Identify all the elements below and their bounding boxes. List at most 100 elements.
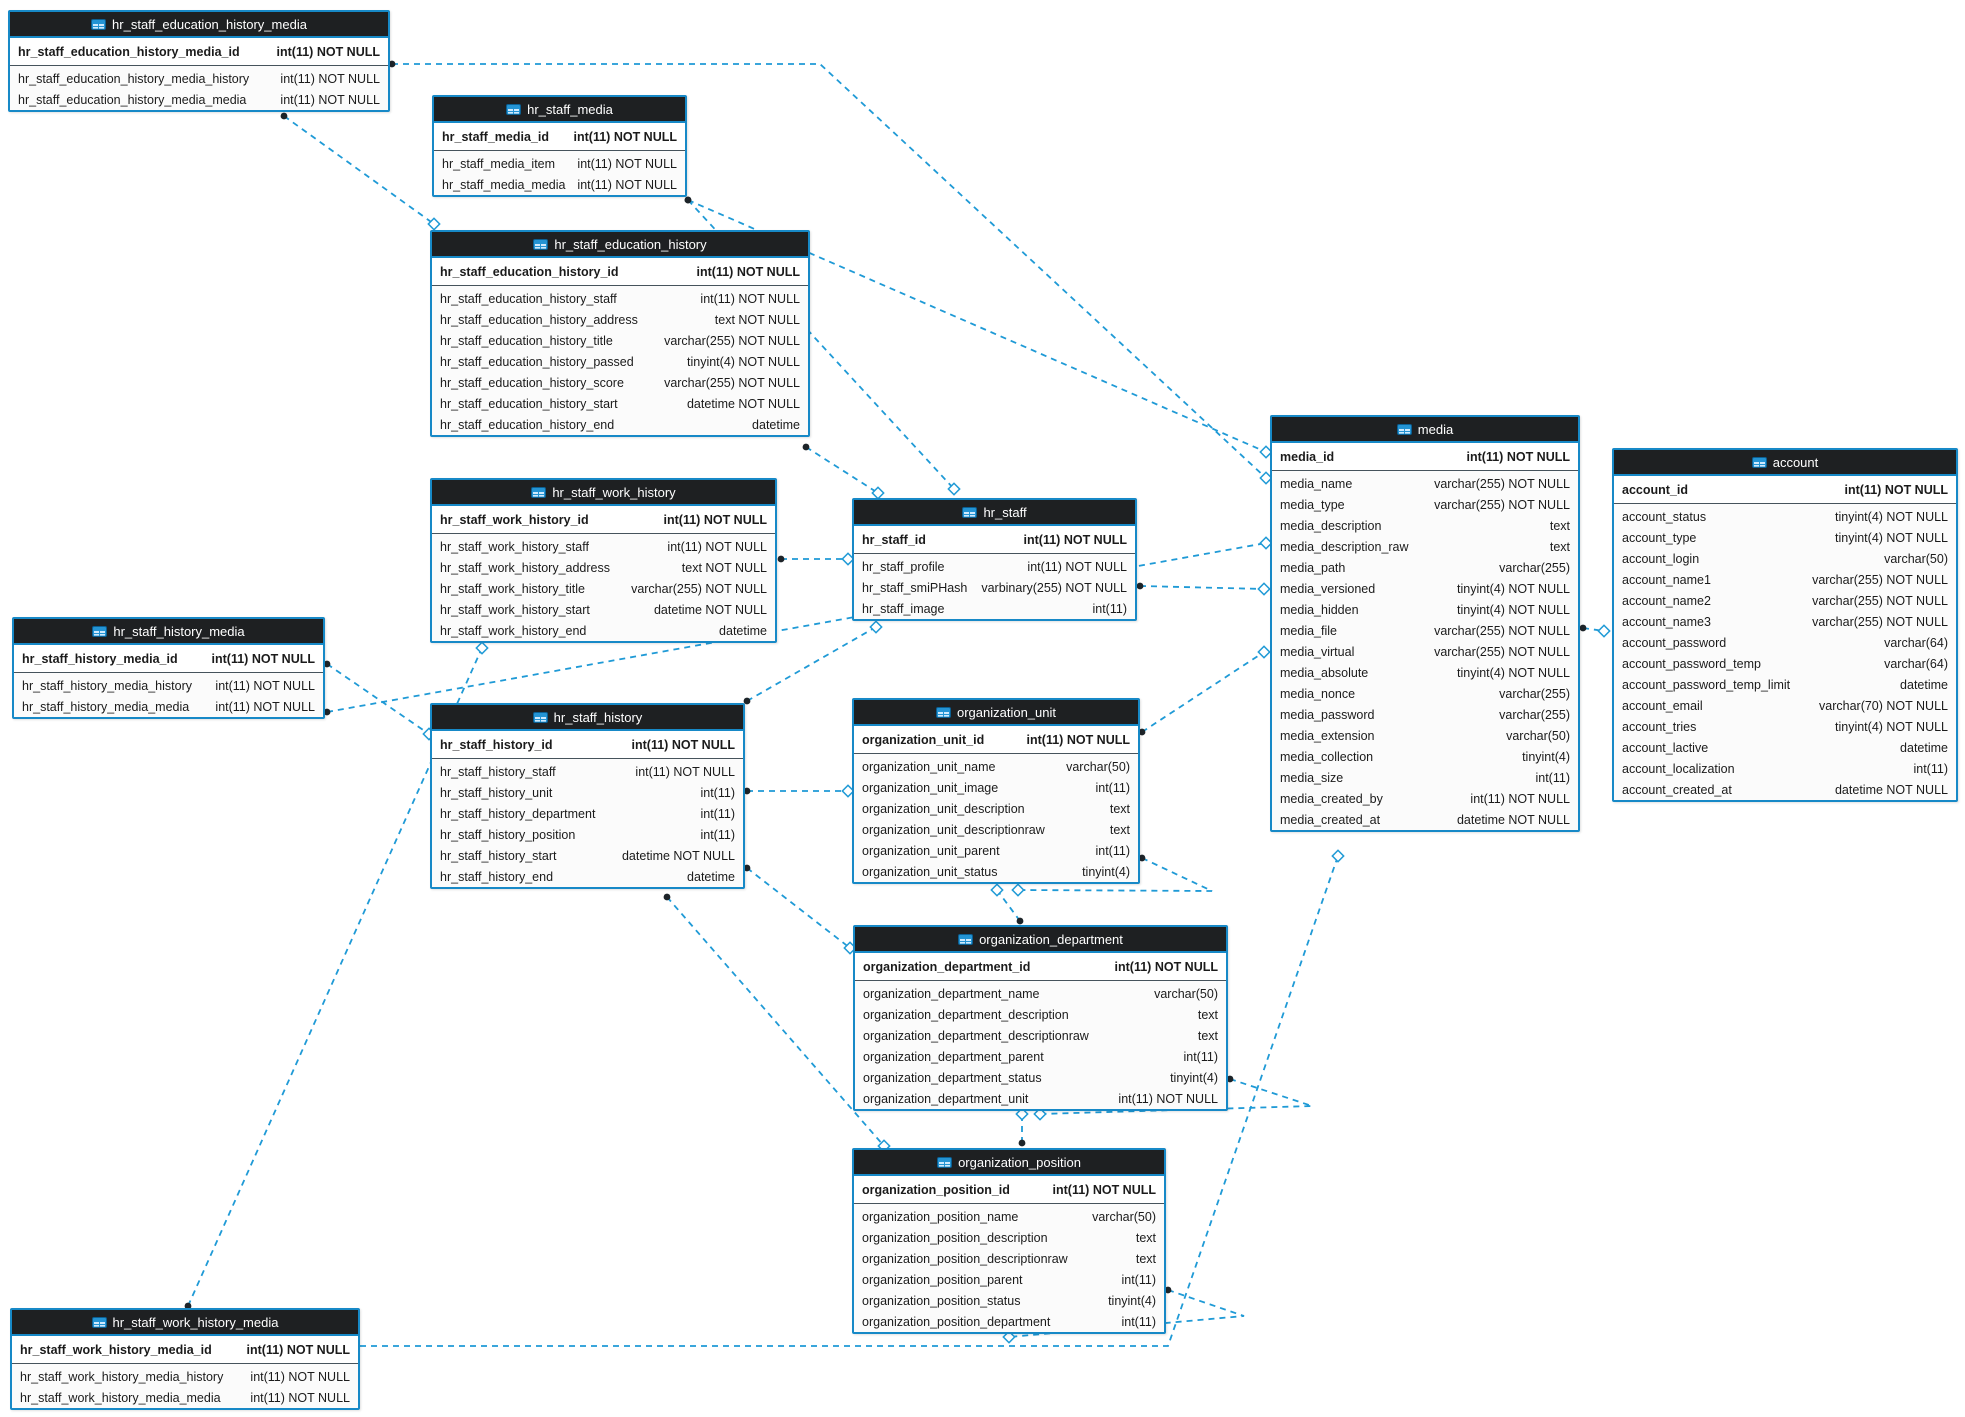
column-row-pk[interactable]: hr_staff_work_history_media_id int(11) N… <box>12 1336 358 1364</box>
column-row[interactable]: hr_staff_media_item int(11) NOT NULL <box>434 153 685 174</box>
column-row[interactable]: media_description text <box>1272 515 1578 536</box>
table-organization_unit[interactable]: organization_unit organization_unit_id i… <box>852 698 1140 884</box>
column-row-pk[interactable]: account_id int(11) NOT NULL <box>1614 476 1956 504</box>
column-row[interactable]: account_password varchar(64) <box>1614 632 1956 653</box>
column-row-pk[interactable]: hr_staff_history_media_id int(11) NOT NU… <box>14 645 323 673</box>
table-header[interactable]: organization_unit <box>854 700 1138 726</box>
column-row-pk[interactable]: hr_staff_history_id int(11) NOT NULL <box>432 731 743 759</box>
relationship-line-hr_staff_education_history_media-to-hr_staff_education_history[interactable] <box>283 115 435 225</box>
column-row[interactable]: hr_staff_smiPHash varbinary(255) NOT NUL… <box>854 577 1135 598</box>
column-row[interactable]: hr_staff_work_history_start datetime NOT… <box>432 599 775 620</box>
column-row[interactable]: hr_staff_history_position int(11) <box>432 824 743 845</box>
relationship-line-hr_staff_education_history-to-hr_staff[interactable] <box>805 446 879 494</box>
relationship-line-organization_position-to-organization_position[interactable] <box>1008 1289 1245 1338</box>
column-row[interactable]: organization_department_description text <box>855 1004 1226 1025</box>
column-row[interactable]: hr_staff_history_staff int(11) NOT NULL <box>432 761 743 782</box>
column-row[interactable]: hr_staff_work_history_media_media int(11… <box>12 1387 358 1408</box>
table-account[interactable]: account account_id int(11) NOT NULL acco… <box>1612 448 1958 802</box>
column-row[interactable]: organization_position_parent int(11) <box>854 1269 1164 1290</box>
column-row[interactable]: media_created_at datetime NOT NULL <box>1272 809 1578 830</box>
column-row[interactable]: organization_position_name varchar(50) <box>854 1206 1164 1227</box>
column-row[interactable]: media_virtual varchar(255) NOT NULL <box>1272 641 1578 662</box>
column-row[interactable]: media_path varchar(255) <box>1272 557 1578 578</box>
table-hr_staff_education_history[interactable]: hr_staff_education_history hr_staff_educ… <box>430 230 810 437</box>
table-header[interactable]: hr_staff_work_history <box>432 480 775 506</box>
column-row[interactable]: hr_staff_work_history_end datetime <box>432 620 775 641</box>
column-row[interactable]: media_size int(11) <box>1272 767 1578 788</box>
column-row[interactable]: hr_staff_history_end datetime <box>432 866 743 887</box>
table-hr_staff_history[interactable]: hr_staff_history hr_staff_history_id int… <box>430 703 745 889</box>
column-row[interactable]: hr_staff_work_history_staff int(11) NOT … <box>432 536 775 557</box>
column-row[interactable]: organization_position_department int(11) <box>854 1311 1164 1332</box>
column-row[interactable]: hr_staff_history_media_media int(11) NOT… <box>14 696 323 717</box>
relationship-line-hr_staff_work_history_media-to-media[interactable] <box>294 855 1339 1347</box>
column-row[interactable]: hr_staff_image int(11) <box>854 598 1135 619</box>
table-hr_staff_work_history[interactable]: hr_staff_work_history hr_staff_work_hist… <box>430 478 777 643</box>
table-organization_position[interactable]: organization_position organization_posit… <box>852 1148 1166 1334</box>
column-row-pk[interactable]: hr_staff_id int(11) NOT NULL <box>854 526 1135 554</box>
column-row[interactable]: account_status tinyint(4) NOT NULL <box>1614 506 1956 527</box>
column-row[interactable]: media_password varchar(255) <box>1272 704 1578 725</box>
column-row[interactable]: hr_staff_education_history_title varchar… <box>432 330 808 351</box>
column-row[interactable]: hr_staff_history_unit int(11) <box>432 782 743 803</box>
table-header[interactable]: media <box>1272 417 1578 443</box>
table-hr_staff_history_media[interactable]: hr_staff_history_media hr_staff_history_… <box>12 617 325 719</box>
relationship-line-media-to-account[interactable] <box>1582 627 1605 632</box>
column-row[interactable]: media_extension varchar(50) <box>1272 725 1578 746</box>
column-row[interactable]: media_versioned tinyint(4) NOT NULL <box>1272 578 1578 599</box>
column-row[interactable]: organization_position_description text <box>854 1227 1164 1248</box>
column-row[interactable]: media_description_raw text <box>1272 536 1578 557</box>
column-row[interactable]: account_lactive datetime <box>1614 737 1956 758</box>
relationship-line-organization_unit-to-organization_unit[interactable] <box>1017 857 1213 892</box>
column-row[interactable]: hr_staff_history_department int(11) <box>432 803 743 824</box>
column-row[interactable]: hr_staff_education_history_address text … <box>432 309 808 330</box>
column-row[interactable]: hr_staff_work_history_address text NOT N… <box>432 557 775 578</box>
column-row[interactable]: organization_position_descriptionraw tex… <box>854 1248 1164 1269</box>
table-media[interactable]: media media_id int(11) NOT NULL media_na… <box>1270 415 1580 832</box>
column-row-pk[interactable]: hr_staff_education_history_media_id int(… <box>10 38 388 66</box>
column-row[interactable]: account_type tinyint(4) NOT NULL <box>1614 527 1956 548</box>
column-row[interactable]: organization_unit_image int(11) <box>854 777 1138 798</box>
table-hr_staff_work_history_media[interactable]: hr_staff_work_history_media hr_staff_wor… <box>10 1308 360 1410</box>
column-row-pk[interactable]: hr_staff_media_id int(11) NOT NULL <box>434 123 685 151</box>
column-row[interactable]: account_password_temp_limit datetime <box>1614 674 1956 695</box>
column-row[interactable]: organization_unit_parent int(11) <box>854 840 1138 861</box>
table-header[interactable]: hr_staff_education_history <box>432 232 808 258</box>
column-row[interactable]: account_created_at datetime NOT NULL <box>1614 779 1956 800</box>
table-header[interactable]: organization_department <box>855 927 1226 953</box>
table-hr_staff_media[interactable]: hr_staff_media hr_staff_media_id int(11)… <box>432 95 687 197</box>
relationship-line-hr_staff_history-to-hr_staff[interactable] <box>746 626 877 702</box>
column-row[interactable]: organization_unit_description text <box>854 798 1138 819</box>
table-organization_department[interactable]: organization_department organization_dep… <box>853 925 1228 1111</box>
column-row[interactable]: organization_unit_name varchar(50) <box>854 756 1138 777</box>
relationship-line-hr_staff-to-media[interactable] <box>1139 585 1265 590</box>
column-row[interactable]: hr_staff_education_history_media_media i… <box>10 89 388 110</box>
column-row[interactable]: hr_staff_work_history_title varchar(255)… <box>432 578 775 599</box>
column-row[interactable]: hr_staff_education_history_end datetime <box>432 414 808 435</box>
table-header[interactable]: hr_staff_media <box>434 97 685 123</box>
table-header[interactable]: hr_staff_history_media <box>14 619 323 645</box>
column-row[interactable]: hr_staff_education_history_passed tinyin… <box>432 351 808 372</box>
column-row[interactable]: organization_department_name varchar(50) <box>855 983 1226 1004</box>
column-row[interactable]: organization_department_unit int(11) NOT… <box>855 1088 1226 1109</box>
relationship-line-hr_staff_history-to-organization_department[interactable] <box>746 867 851 949</box>
relationship-line-hr_staff_history-to-organization_position[interactable] <box>666 896 885 1147</box>
column-row[interactable]: media_type varchar(255) NOT NULL <box>1272 494 1578 515</box>
table-header[interactable]: account <box>1614 450 1956 476</box>
column-row[interactable]: account_login varchar(50) <box>1614 548 1956 569</box>
column-row[interactable]: media_file varchar(255) NOT NULL <box>1272 620 1578 641</box>
column-row[interactable]: hr_staff_education_history_score varchar… <box>432 372 808 393</box>
column-row[interactable]: account_name1 varchar(255) NOT NULL <box>1614 569 1956 590</box>
column-row[interactable]: organization_unit_descriptionraw text <box>854 819 1138 840</box>
column-row[interactable]: hr_staff_education_history_media_history… <box>10 68 388 89</box>
column-row[interactable]: account_name2 varchar(255) NOT NULL <box>1614 590 1956 611</box>
table-hr_staff[interactable]: hr_staff hr_staff_id int(11) NOT NULL hr… <box>852 498 1137 621</box>
table-header[interactable]: hr_staff_work_history_media <box>12 1310 358 1336</box>
column-row-pk[interactable]: organization_unit_id int(11) NOT NULL <box>854 726 1138 754</box>
column-row[interactable]: organization_department_descriptionraw t… <box>855 1025 1226 1046</box>
column-row[interactable]: hr_staff_history_start datetime NOT NULL <box>432 845 743 866</box>
column-row-pk[interactable]: hr_staff_work_history_id int(11) NOT NUL… <box>432 506 775 534</box>
column-row-pk[interactable]: media_id int(11) NOT NULL <box>1272 443 1578 471</box>
column-row[interactable]: hr_staff_education_history_start datetim… <box>432 393 808 414</box>
column-row[interactable]: media_nonce varchar(255) <box>1272 683 1578 704</box>
